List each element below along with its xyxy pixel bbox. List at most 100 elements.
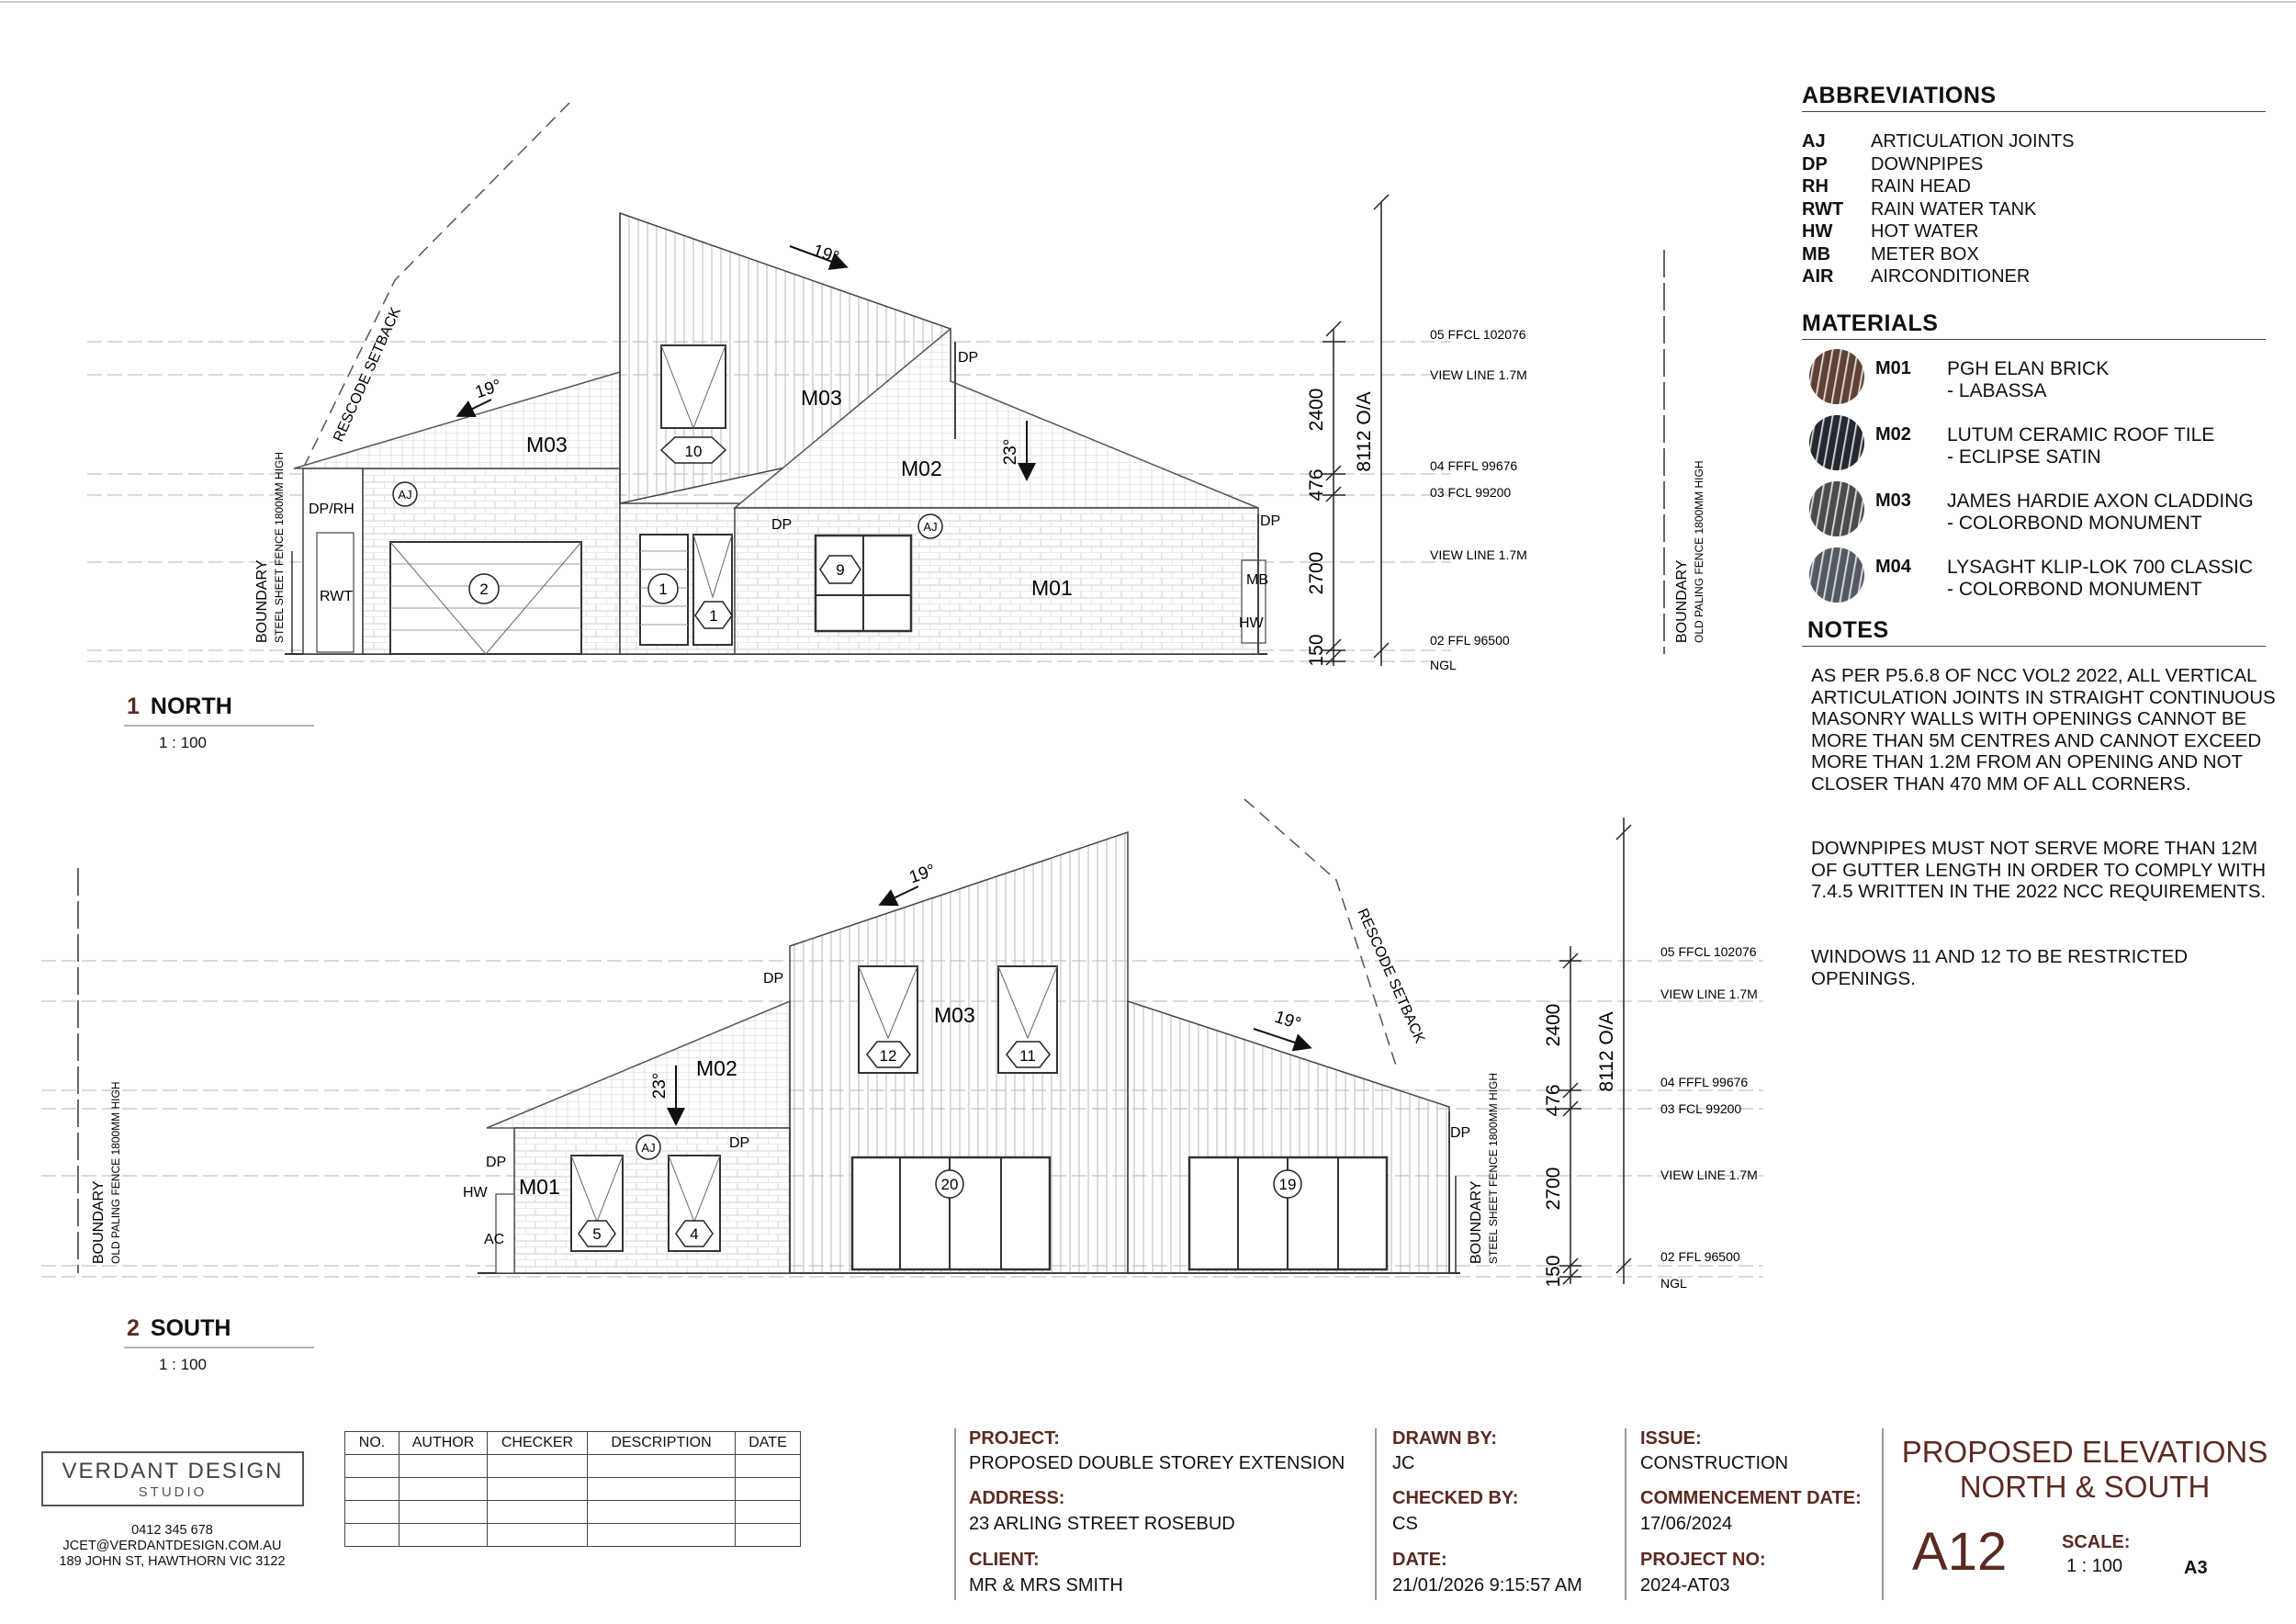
north-material-m03-left: M03 [526,433,568,457]
south-level-viewline-lower: VIEW LINE 1.7M [1660,1167,1758,1182]
north-view-name: NORTH [150,694,232,719]
abbreviation-code: AIR [1802,266,1834,287]
company-name: VERDANT DESIGN [62,1459,284,1483]
scale-value: 1 : 100 [2066,1556,2123,1576]
north-right-wall [734,507,1259,655]
project-label: PROJECT: [969,1428,1060,1449]
material-name: LYSAGHT KLIP-LOK 700 CLASSIC [1947,557,2254,578]
north-door-tag [647,573,679,604]
north-tag-dp-rh: DP/RH [309,502,355,517]
rev-col-author: AUTHOR [399,1431,488,1455]
south-tag-dp-left: DP [486,1155,506,1170]
north-view-scale: 1 : 100 [159,734,207,751]
material-swatch [1809,349,1864,404]
address-value: 23 ARLING STREET ROSEBUD [969,1514,1235,1534]
note-downpipes: DOWNPIPES MUST NOT SERVE MORE THAN 12M O… [1811,838,2267,903]
south-boundary-left-sub: OLD PALING FENCE 1800MM HIGH [109,1082,122,1265]
abbreviation-meaning: RAIN WATER TANK [1871,198,2037,220]
abbreviation-meaning: HOT WATER [1871,221,1979,242]
south-tag-dp-right: DP [1450,1125,1470,1141]
north-window-10 [660,344,726,429]
north-window-10-tag [659,436,727,464]
issue-value: CONSTRUCTION [1640,1453,1789,1473]
north-opening-2: 2 [479,581,488,598]
north-level-ngl: NGL [1430,658,1457,672]
drawn-by-label: DRAWN BY: [1392,1428,1498,1449]
material-swatch [1809,481,1864,536]
north-boundary-left-title: BOUNDARY [254,559,270,643]
south-level-viewline-upper: VIEW LINE 1.7M [1660,987,1758,1001]
north-tag-dp-right: DP [1260,513,1280,529]
north-level-04: 04 FFFL 99676 [1430,458,1517,473]
notes-rule [1802,646,2266,647]
south-hot-water-unit [495,1193,515,1274]
south-level-02: 02 FFL 96500 [1660,1249,1740,1264]
rev-row [344,1523,801,1547]
checked-by-label: CHECKED BY: [1392,1488,1519,1508]
south-opening-4: 4 [690,1225,698,1243]
south-opening-20: 20 [941,1176,959,1193]
south-dim-2700: 2700 [1543,1167,1564,1211]
abbreviation-meaning: AIRCONDITIONER [1871,266,2031,287]
south-dim-2400: 2400 [1543,1004,1564,1047]
north-rainwater-tank [316,532,355,653]
north-level-03: 03 FCL 99200 [1430,485,1511,500]
south-material-m02: M02 [696,1056,737,1080]
project-no-label: PROJECT NO: [1640,1550,1766,1570]
materials-heading: MATERIALS [1802,310,1939,336]
abbreviation-code: RWT [1802,198,1844,220]
south-boundary-left-title: BOUNDARY [91,1180,107,1264]
north-boundary-right-sub: OLD PALING FENCE 1800MM HIGH [1693,461,1705,644]
north-material-m01: M01 [1031,576,1073,600]
commencement-value: 17/06/2024 [1640,1514,1733,1534]
notes-heading: NOTES [1807,617,1889,643]
north-view-title: 1 NORTH [127,694,232,720]
south-tag-hw: HW [463,1185,489,1201]
material-finish: - COLORBOND MONUMENT [1947,579,2202,600]
south-opening-19: 19 [1279,1176,1297,1193]
north-angle-left: 19° [473,376,504,402]
north-angle-pitch: 23° [1001,439,1020,466]
company-phone: 0412 345 678 [131,1523,213,1538]
south-boundary-right-title: BOUNDARY [1469,1180,1484,1264]
north-tag-dp-top: DP [958,350,978,366]
abbreviation-code: HW [1802,221,1833,242]
north-level-05: 05 FFCL 102076 [1430,327,1526,342]
south-tag-ac: AC [484,1232,504,1247]
north-level-02: 02 FFL 96500 [1430,633,1510,648]
address-label: ADDRESS: [969,1488,1065,1508]
rev-row [344,1477,801,1501]
north-view-number: 1 [127,694,140,719]
material-name: LUTUM CERAMIC ROOF TILE [1947,424,2215,445]
north-opening-1-door: 1 [658,581,667,598]
note-articulation-joints: AS PER P5.6.8 OF NCC VOL2 2022, ALL VERT… [1811,665,2276,795]
drawn-by-value: JC [1392,1453,1415,1473]
south-door-19-tag [1273,1169,1302,1199]
paper-size: A3 [2184,1558,2208,1578]
north-dim-476: 476 [1306,468,1327,501]
south-opening-12: 12 [880,1047,897,1065]
material-finish: - COLORBOND MONUMENT [1947,513,2202,534]
issue-label: ISSUE: [1640,1428,1702,1449]
materials-rule [1802,339,2266,340]
date-value: 21/01/2026 9:15:57 AM [1392,1575,1582,1596]
north-meter-box [1241,559,1266,644]
rev-col-no: NO. [344,1431,400,1455]
south-boundary-right-sub: STEEL SHEET FENCE 1800MM HIGH [1487,1073,1500,1264]
north-tag-aj-1: AJ [398,488,411,502]
company-email: JCET@VERDANTDESIGN.COM.AU [62,1539,282,1553]
north-boundary-left-sub: STEEL SHEET FENCE 1800MM HIGH [273,452,286,643]
north-level-viewline-lower: VIEW LINE 1.7M [1430,547,1527,562]
material-finish: - ECLIPSE SATIN [1947,446,2101,468]
south-opening-11: 11 [1019,1047,1036,1065]
south-angle-right: 19° [1272,1008,1303,1034]
south-elevation: 05 FFCL 102076 VIEW LINE 1.7M 04 FFFL 99… [41,798,1763,1291]
south-material-m03: M03 [934,1003,975,1027]
south-view-number: 2 [127,1315,140,1341]
abbreviation-meaning: DOWNPIPES [1871,153,1984,175]
south-tag-dp-mid: DP [729,1135,749,1151]
north-elevation: 05 FFCL 102076 VIEW LINE 1.7M 04 FFFL 99… [87,102,1705,672]
